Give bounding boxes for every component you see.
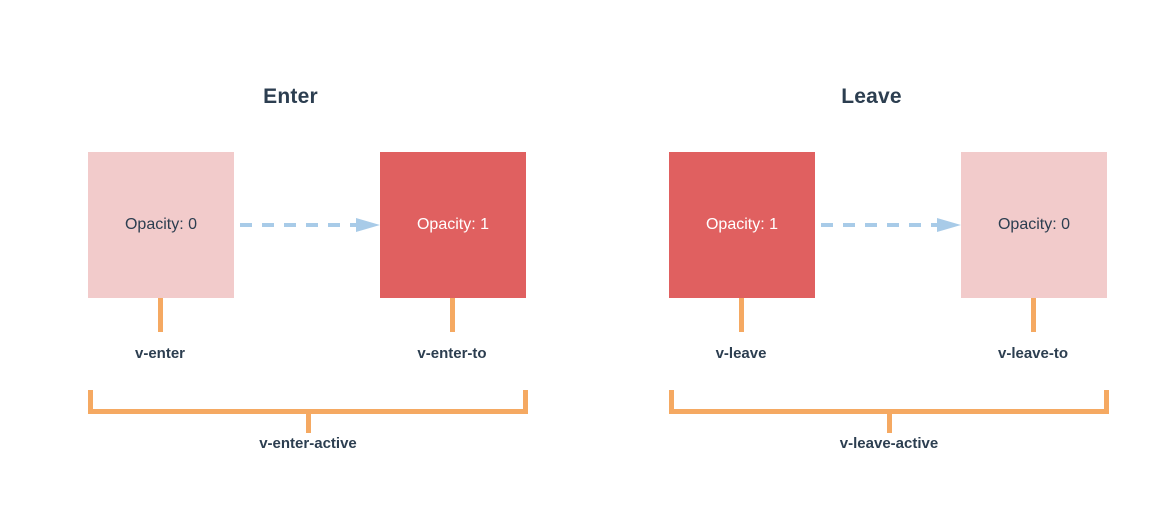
enter-to-state-box: Opacity: 1 bbox=[380, 152, 526, 298]
bracket-arm-right bbox=[1104, 390, 1109, 414]
leave-from-state-box: Opacity: 1 bbox=[669, 152, 815, 298]
label-v-enter-to: v-enter-to bbox=[417, 345, 487, 362]
leave-from-state-label: Opacity: 1 bbox=[705, 216, 779, 233]
bracket-arm-left bbox=[669, 390, 674, 414]
bracket-bar bbox=[88, 409, 528, 414]
label-v-leave: v-leave bbox=[715, 345, 767, 362]
leave-to-state-label: Opacity: 0 bbox=[997, 216, 1071, 233]
leave-transition-arrow bbox=[821, 218, 961, 232]
enter-transition-arrow bbox=[240, 218, 380, 232]
bracket-bar bbox=[669, 409, 1109, 414]
leave-active-bracket bbox=[669, 390, 1109, 414]
leave-from-connector-stem bbox=[739, 298, 744, 332]
enter-active-bracket-stem bbox=[306, 414, 311, 433]
label-v-leave-active: v-leave-active bbox=[839, 435, 939, 452]
section-enter-heading: Enter bbox=[263, 85, 318, 108]
bracket-arm-right bbox=[523, 390, 528, 414]
label-v-leave-to: v-leave-to bbox=[997, 345, 1069, 362]
enter-to-connector-stem bbox=[450, 298, 455, 332]
leave-to-state-box: Opacity: 0 bbox=[961, 152, 1107, 298]
leave-active-bracket-stem bbox=[887, 414, 892, 433]
label-v-enter: v-enter bbox=[134, 345, 186, 362]
leave-to-connector-stem bbox=[1031, 298, 1036, 332]
bracket-arm-left bbox=[88, 390, 93, 414]
enter-from-connector-stem bbox=[158, 298, 163, 332]
label-v-enter-active: v-enter-active bbox=[259, 435, 357, 452]
section-leave-heading: Leave bbox=[841, 85, 902, 108]
enter-active-bracket bbox=[88, 390, 528, 414]
section-leave: Leave Opacity: 1 Opacity: 0 v-leave v-le… bbox=[581, 0, 1162, 512]
enter-to-state-label: Opacity: 1 bbox=[416, 216, 490, 233]
enter-from-state-box: Opacity: 0 bbox=[88, 152, 234, 298]
enter-from-state-label: Opacity: 0 bbox=[124, 216, 198, 233]
section-enter: Enter Opacity: 0 Opacity: 1 v-enter v-en… bbox=[88, 85, 528, 452]
